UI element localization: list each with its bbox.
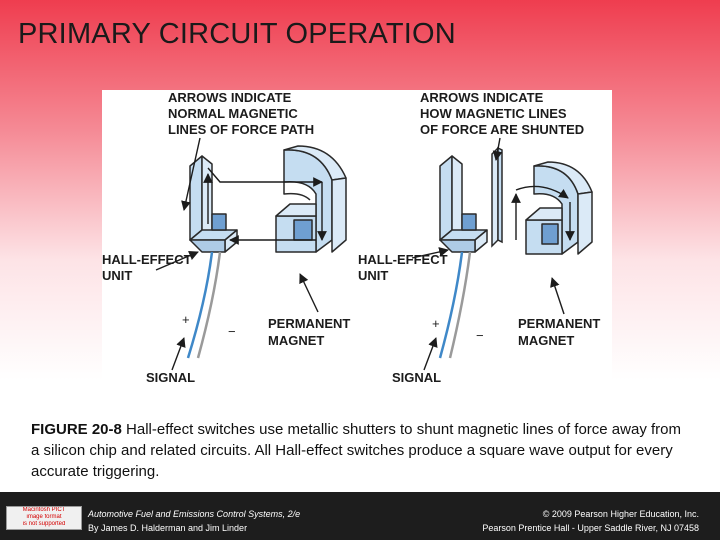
left-label-leader bbox=[181, 137, 201, 211]
right-hall-effect-bracket bbox=[439, 155, 488, 253]
left-magnet-label-1: PERMANENT bbox=[268, 316, 350, 331]
left-magnet-label-2: MAGNET bbox=[268, 333, 324, 348]
hall-effect-diagram: ARROWS INDICATE NORMAL MAGNETIC LINES OF… bbox=[102, 90, 612, 390]
left-plus-sign: + bbox=[182, 312, 190, 327]
footer-bar: Macintosh PICT image format is not suppo… bbox=[0, 492, 720, 540]
left-arrows-label-2: NORMAL MAGNETIC bbox=[168, 106, 298, 121]
slide-title: PRIMARY CIRCUIT OPERATION bbox=[18, 18, 456, 50]
logo-line-3: is not supported bbox=[22, 521, 66, 527]
right-permanent-magnet bbox=[525, 161, 593, 255]
right-plus-sign: + bbox=[432, 316, 440, 331]
left-minus-sign: − bbox=[228, 324, 236, 339]
right-magnet-label-1: PERMANENT bbox=[518, 316, 600, 331]
book-title: Automotive Fuel and Emissions Control Sy… bbox=[88, 509, 301, 519]
hall-chip bbox=[211, 213, 227, 231]
magnet-pole bbox=[293, 219, 313, 241]
metallic-shutter bbox=[491, 146, 503, 248]
left-permanent-magnet bbox=[275, 145, 347, 253]
right-magnet-label-2: MAGNET bbox=[518, 333, 574, 348]
figure-caption: FIGURE 20-8 Hall-effect switches use met… bbox=[31, 419, 691, 482]
figure-number: FIGURE 20-8 bbox=[31, 421, 122, 438]
book-info: Automotive Fuel and Emissions Control Sy… bbox=[88, 507, 300, 535]
right-arrows-label-1: ARROWS INDICATE bbox=[420, 90, 544, 105]
right-hall-effect-label-2: UNIT bbox=[358, 268, 388, 283]
right-arrows-label-2: HOW MAGNETIC LINES bbox=[420, 106, 567, 121]
copyright-line: © 2009 Pearson Higher Education, Inc. bbox=[542, 509, 699, 519]
left-force-path-arrows bbox=[203, 167, 327, 245]
left-hall-effect-label-1: HALL-EFFECT bbox=[102, 252, 192, 267]
logo-line-2: image format bbox=[26, 514, 62, 520]
caption-text: Hall-effect switches use metallic shutte… bbox=[31, 421, 681, 480]
book-authors: By James D. Halderman and Jim Linder bbox=[88, 523, 248, 533]
right-hall-effect-label-1: HALL-EFFECT bbox=[358, 252, 448, 267]
right-assembly bbox=[411, 137, 593, 371]
right-signal-label: SIGNAL bbox=[392, 370, 441, 385]
left-arrows-label-1: ARROWS INDICATE bbox=[168, 90, 292, 105]
left-assembly bbox=[155, 137, 347, 371]
right-minus-sign: − bbox=[476, 328, 484, 343]
left-arrows-label-3: LINES OF FORCE PATH bbox=[168, 122, 314, 137]
left-signal-label: SIGNAL bbox=[146, 370, 195, 385]
logo-line-1: Macintosh PICT bbox=[22, 507, 66, 513]
left-wire-grey bbox=[196, 251, 222, 359]
copyright-info: © 2009 Pearson Higher Education, Inc. Pe… bbox=[482, 507, 699, 535]
right-arrows-label-3: OF FORCE ARE SHUNTED bbox=[420, 122, 584, 137]
right-shunted-force-arrows bbox=[511, 185, 575, 241]
publisher-logo: Macintosh PICT image format is not suppo… bbox=[6, 506, 82, 530]
publisher-line: Pearson Prentice Hall - Upper Saddle Riv… bbox=[482, 523, 699, 533]
left-hall-effect-label-2: UNIT bbox=[102, 268, 132, 283]
left-wire-blue bbox=[186, 251, 214, 359]
left-hall-effect-bracket bbox=[189, 155, 238, 253]
